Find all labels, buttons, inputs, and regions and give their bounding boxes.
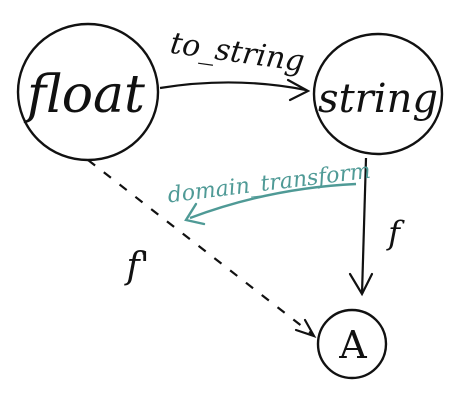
string-node-circle (312, 32, 444, 156)
to-string-arrow (159, 81, 307, 92)
to-string-arrowhead (286, 78, 311, 102)
f-prime-label: f' (123, 246, 149, 287)
f-label: f (386, 214, 405, 252)
string-node-label: string (318, 76, 438, 122)
a-node-circle (316, 308, 388, 380)
domain-transform-arrowhead (184, 202, 206, 226)
to-string-label: to_string (168, 26, 307, 79)
f-prime-dashed-arrow (87, 159, 313, 335)
domain-transform-label: domain_transform (166, 159, 372, 209)
domain-transform-arrow (189, 182, 357, 220)
f-arrow (360, 157, 368, 295)
f-prime-arrowhead (294, 318, 317, 338)
a-node-label: A (338, 323, 367, 367)
f-arrowhead (348, 272, 374, 297)
float-node-label: float (23, 65, 145, 125)
